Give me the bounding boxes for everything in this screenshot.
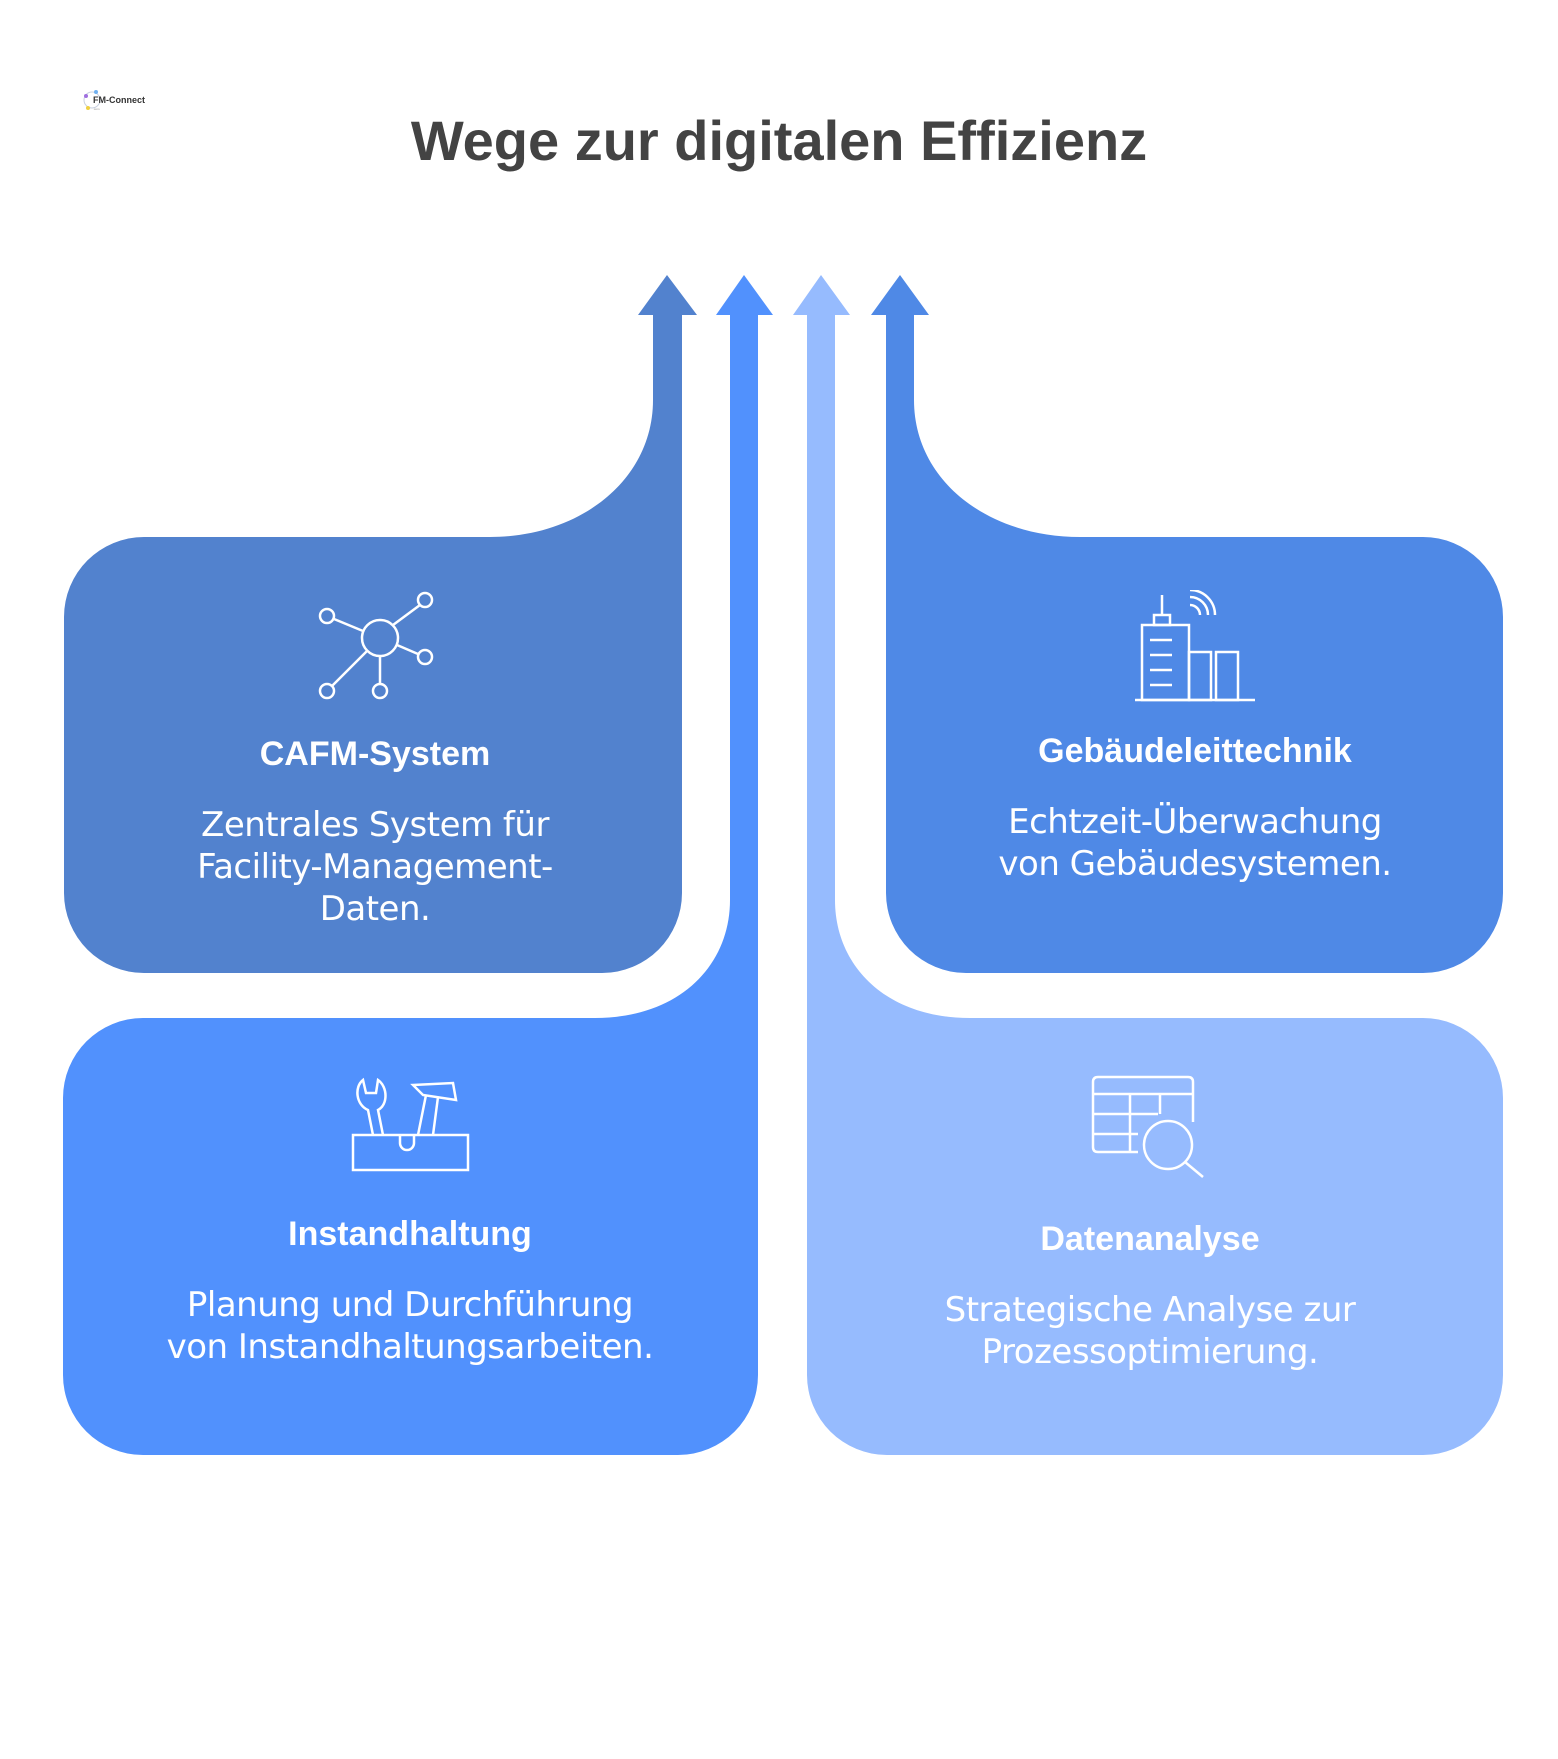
card-gebaeudeleittechnik: Gebäudeleittechnik Echtzeit-Überwachung … bbox=[930, 590, 1460, 885]
fm-connect-logo: FM-Connect .com bbox=[83, 90, 145, 111]
network-icon bbox=[318, 591, 434, 700]
card-title: CAFM-System bbox=[259, 735, 491, 773]
datenanalyse-shape bbox=[793, 275, 1503, 1455]
card-datenanalyse: Datenanalyse Strategische Analyse zur Pr… bbox=[850, 1072, 1450, 1373]
card-title: Instandhaltung bbox=[288, 1215, 532, 1253]
building-signal-icon bbox=[1135, 590, 1255, 702]
table-search-icon bbox=[1091, 1075, 1204, 1178]
page-title: Wege zur digitalen Effizienz bbox=[410, 109, 1148, 172]
card-instandhaltung: Instandhaltung Planung und Durchführung … bbox=[110, 1075, 710, 1368]
svg-text:.com: .com bbox=[93, 107, 100, 111]
cafm-shape bbox=[64, 275, 697, 973]
card-description: Echtzeit-Überwachung von Gebäudesystemen… bbox=[998, 802, 1392, 884]
card-description: Planung und Durchführung von Instandhalt… bbox=[166, 1285, 654, 1367]
card-cafm-system: CAFM-System Zentrales System für Facilit… bbox=[110, 590, 640, 930]
card-description: Zentrales System für Facility-Management… bbox=[197, 805, 553, 929]
svg-text:FM-Connect: FM-Connect bbox=[93, 95, 145, 105]
card-title: Datenanalyse bbox=[1040, 1220, 1260, 1258]
toolbox-icon bbox=[351, 1077, 469, 1172]
instandhaltung-shape bbox=[63, 275, 773, 1455]
card-description: Strategische Analyse zur Prozessoptimier… bbox=[944, 1290, 1356, 1372]
card-title: Gebäudeleittechnik bbox=[1038, 732, 1352, 770]
